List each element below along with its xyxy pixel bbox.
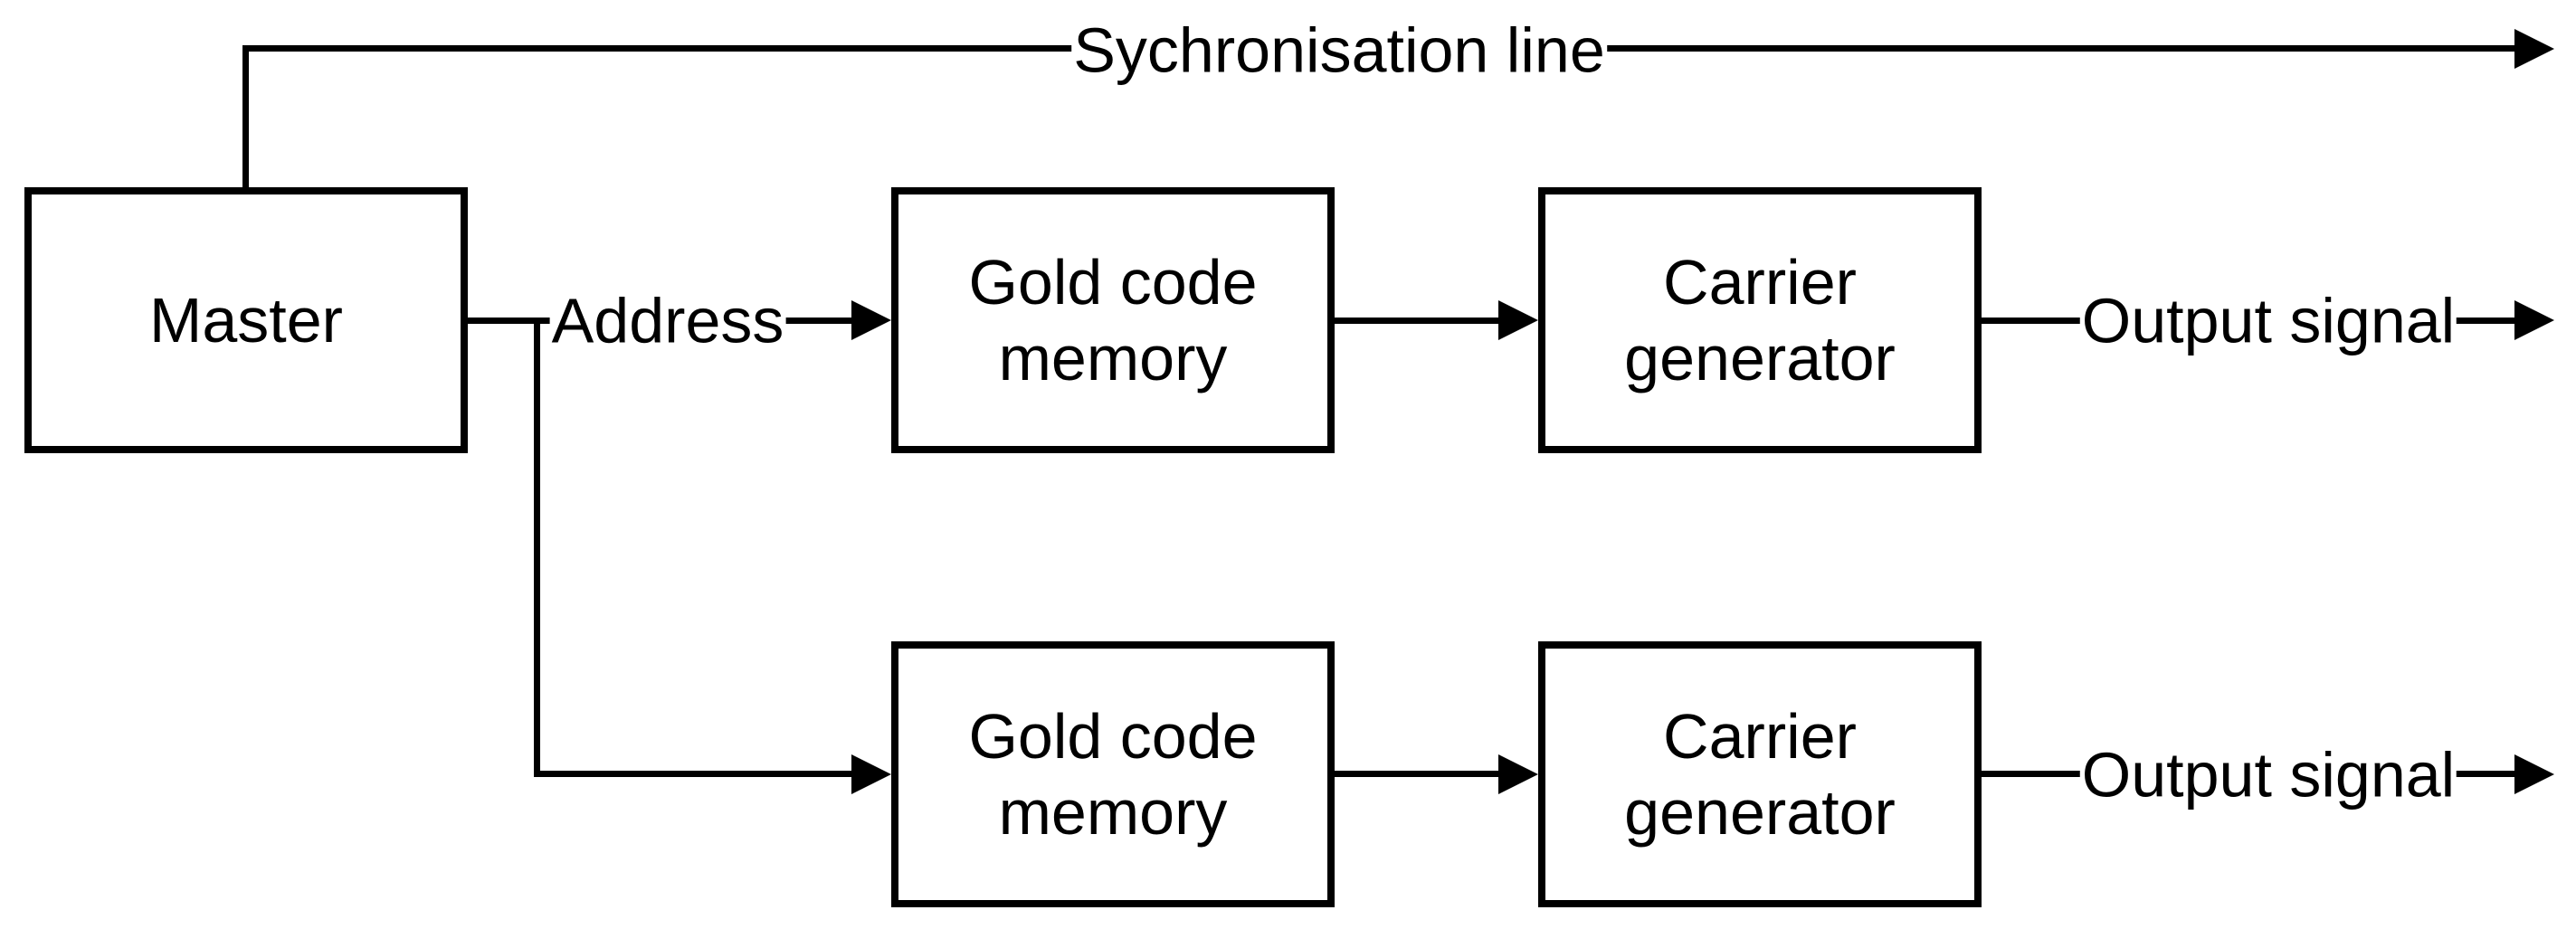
memory-to-carrier-bottom-arrowhead-icon [1498,754,1538,794]
carrier-generator-bottom-node: Carrier generator [1538,641,1982,907]
master-node: Master [24,187,468,453]
sync-line-label: Sychronisation line [1071,14,1607,86]
carrier-generator-top-label-line2: generator [1624,323,1896,393]
gold-code-memory-bottom-label-line2: memory [998,777,1228,848]
address-arrowhead-icon [851,300,891,340]
gold-code-memory-top-node: Gold code memory [891,187,1335,453]
output-top-arrowhead-icon [2514,300,2554,340]
gold-code-memory-bottom-label-line1: Gold code [968,701,1258,772]
address-branch-vertical-segment [534,318,540,777]
output-bottom-label: Output signal [2079,739,2457,811]
gold-code-memory-bottom-node: Gold code memory [891,641,1335,907]
memory-to-carrier-top-line [1335,318,1502,324]
sync-line-vertical-segment [242,45,249,191]
output-bottom-arrowhead-icon [2514,754,2554,794]
output-top-label: Output signal [2079,285,2457,356]
gold-code-memory-top-label-line1: Gold code [968,247,1258,318]
sync-line-arrowhead-icon [2514,29,2554,69]
memory-to-carrier-top-arrowhead-icon [1498,300,1538,340]
carrier-generator-bottom-label-line2: generator [1624,777,1896,848]
gold-code-memory-top-label-line2: memory [998,323,1228,393]
carrier-generator-top-label-line1: Carrier [1663,247,1857,318]
master-node-label: Master [149,285,343,355]
carrier-generator-bottom-label-line1: Carrier [1663,701,1857,772]
address-branch-arrowhead-icon [851,754,891,794]
memory-to-carrier-bottom-line [1335,771,1502,777]
address-branch-horizontal-segment [534,771,859,777]
carrier-generator-top-node: Carrier generator [1538,187,1982,453]
address-label: Address [549,285,786,356]
